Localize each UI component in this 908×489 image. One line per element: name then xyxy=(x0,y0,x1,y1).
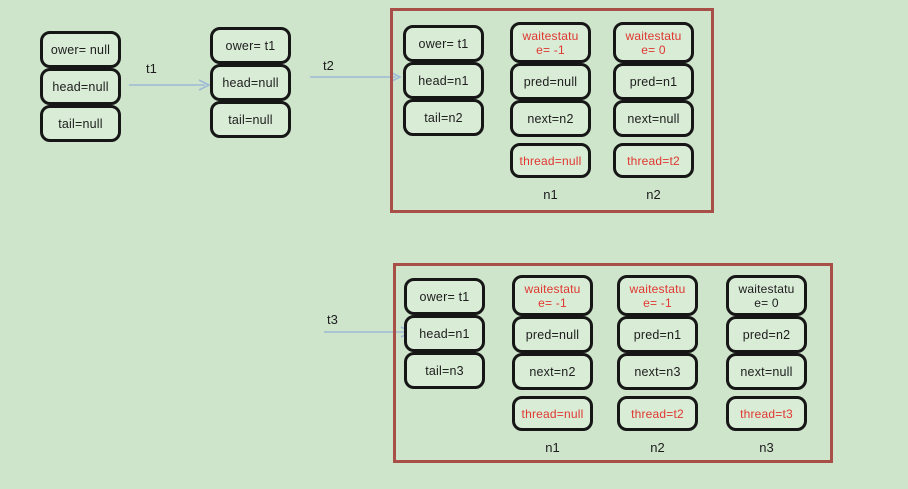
head-cell: head=null xyxy=(40,68,121,105)
node-label: n1 xyxy=(543,187,558,202)
waitstatus-line1: waitestatu xyxy=(522,28,579,43)
waitstatus-line1: waitestatu xyxy=(524,281,581,296)
waitstatus-line1: waitestatu xyxy=(629,281,686,296)
next-cell: next=n3 xyxy=(617,353,698,390)
waitstatus-cell: waitestatu e= 0 xyxy=(613,22,694,63)
t2-arrow-label: t2 xyxy=(323,58,334,73)
thread-cell: thread=null xyxy=(512,396,593,431)
tail-cell: tail=n2 xyxy=(403,99,484,136)
node-n1: waitestatu e= -1 pred=null next=n2 threa… xyxy=(510,22,591,202)
head-cell: head=null xyxy=(210,64,291,101)
t1-arrow-label: t1 xyxy=(146,61,157,76)
waitstatus-line2: e= 0 xyxy=(641,42,666,57)
pred-cell: pred=n1 xyxy=(617,316,698,353)
owner-cell: ower= t1 xyxy=(403,25,484,62)
node-n2: waitestatu e= -1 pred=n1 next=n3 thread=… xyxy=(617,275,698,455)
pred-cell: pred=n1 xyxy=(613,63,694,100)
sync-state-frame2: ower= t1 head=n1 tail=n3 xyxy=(404,278,485,389)
node-label: n2 xyxy=(646,187,661,202)
t2-arrow xyxy=(310,71,402,83)
owner-cell: ower= null xyxy=(40,31,121,68)
waitstatus-line1: waitestatu xyxy=(738,281,795,296)
owner-cell: ower= t1 xyxy=(210,27,291,64)
tail-cell: tail=null xyxy=(210,101,291,138)
next-cell: next=n2 xyxy=(510,100,591,137)
waitstatus-line2: e= -1 xyxy=(643,295,672,310)
node-label: n1 xyxy=(545,440,560,455)
node-n1: waitestatu e= -1 pred=null next=n2 threa… xyxy=(512,275,593,455)
node-n3: waitestatu e= 0 pred=n2 next=null thread… xyxy=(726,275,807,455)
queue-frame-t3 xyxy=(393,263,833,463)
head-cell: head=n1 xyxy=(404,315,485,352)
waitstatus-cell: waitestatu e= -1 xyxy=(510,22,591,63)
waitstatus-line2: e= -1 xyxy=(536,42,565,57)
next-cell: next=n2 xyxy=(512,353,593,390)
owner-cell: ower= t1 xyxy=(404,278,485,315)
waitstatus-line2: e= 0 xyxy=(754,295,779,310)
sync-state-initial: ower= null head=null tail=null xyxy=(40,31,121,142)
pred-cell: pred=null xyxy=(512,316,593,353)
thread-cell: thread=t2 xyxy=(617,396,698,431)
pred-cell: pred=n2 xyxy=(726,316,807,353)
thread-cell: thread=t2 xyxy=(613,143,694,178)
sync-state-frame1: ower= t1 head=n1 tail=n2 xyxy=(403,25,484,136)
next-cell: next=null xyxy=(613,100,694,137)
node-label: n3 xyxy=(759,440,774,455)
waitstatus-cell: waitestatu e= -1 xyxy=(512,275,593,316)
waitstatus-cell: waitestatu e= -1 xyxy=(617,275,698,316)
head-cell: head=n1 xyxy=(403,62,484,99)
waitstatus-line1: waitestatu xyxy=(625,28,682,43)
queue-frame-t2 xyxy=(390,8,714,213)
waitstatus-line2: e= -1 xyxy=(538,295,567,310)
tail-cell: tail=null xyxy=(40,105,121,142)
waitstatus-cell: waitestatu e= 0 xyxy=(726,275,807,316)
pred-cell: pred=null xyxy=(510,63,591,100)
thread-cell: thread=t3 xyxy=(726,396,807,431)
t1-arrow xyxy=(129,79,211,91)
thread-cell: thread=null xyxy=(510,143,591,178)
sync-state-t1: ower= t1 head=null tail=null xyxy=(210,27,291,138)
tail-cell: tail=n3 xyxy=(404,352,485,389)
t3-arrow-label: t3 xyxy=(327,312,338,327)
node-label: n2 xyxy=(650,440,665,455)
next-cell: next=null xyxy=(726,353,807,390)
node-n2: waitestatu e= 0 pred=n1 next=null thread… xyxy=(613,22,694,202)
